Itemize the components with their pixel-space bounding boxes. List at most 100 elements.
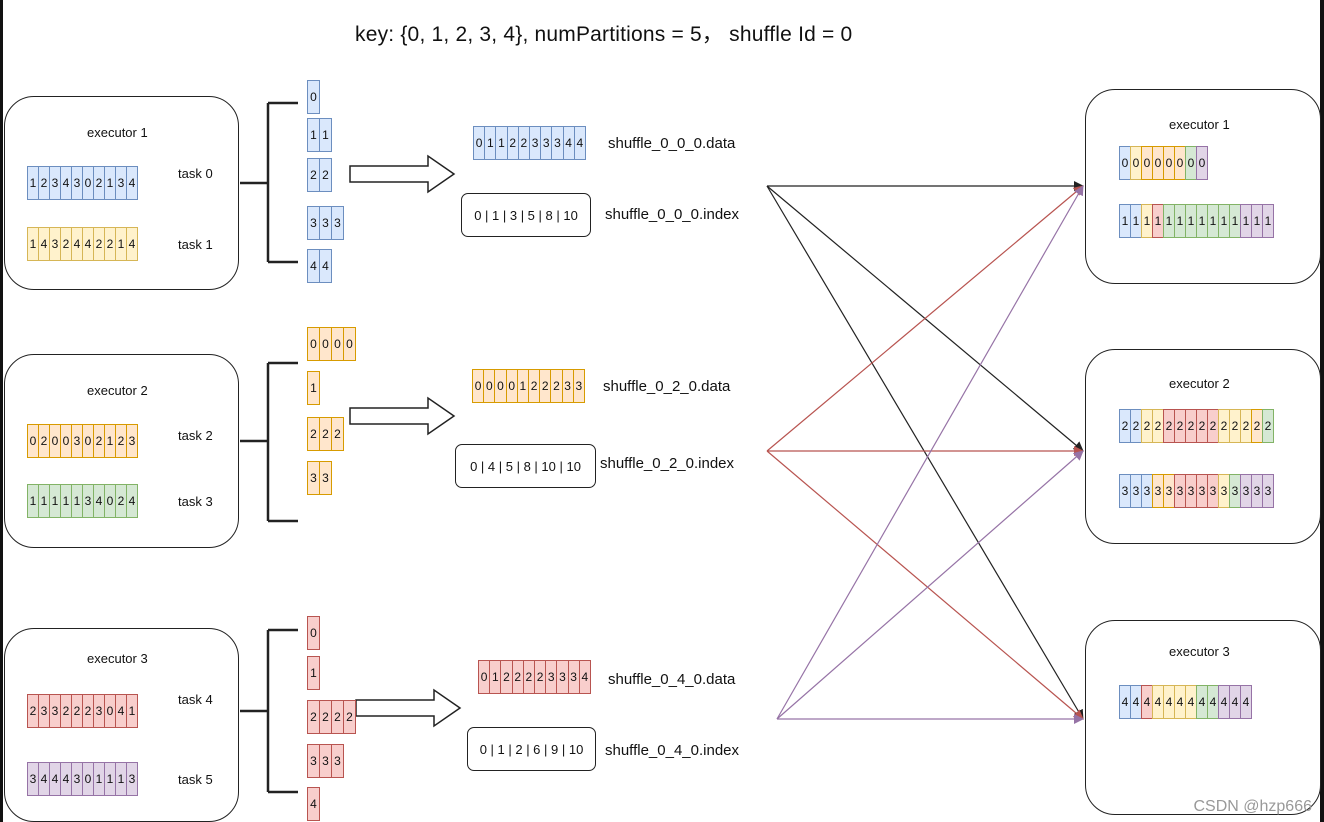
array-cell: 4 (126, 166, 138, 200)
array-cell: 4 (126, 227, 138, 261)
right-executor-label: executor 1 (1169, 117, 1230, 132)
array-cell: 0 (1196, 146, 1208, 180)
array-cell: 3 (572, 369, 585, 403)
array-cell: 3 (331, 744, 344, 778)
shuffle-fetch-edge (776, 185, 1084, 720)
index-file-offsets: 0 | 1 | 3 | 5 | 8 | 10 (461, 193, 591, 237)
array-cell: 4 (573, 126, 586, 160)
array-cell: 2 (1141, 409, 1153, 443)
array-cell: 4 (126, 484, 138, 518)
array-cell: 3 (319, 461, 332, 495)
array-cell: 0 (307, 616, 320, 650)
watermark: CSDN @hzp666 (1193, 798, 1312, 815)
array-cell: 3 (126, 762, 138, 796)
right-executor-label: executor 3 (1169, 644, 1230, 659)
array-cell: 3 (1262, 474, 1274, 508)
array-cell: 1 (1262, 204, 1274, 238)
array-cell: 3 (331, 206, 344, 240)
array-cell: 3 (93, 694, 105, 728)
task-label: task 4 (178, 692, 213, 707)
task-label: task 1 (178, 237, 213, 252)
spill-arrow (349, 154, 456, 194)
array-cell: 1 (1207, 204, 1219, 238)
right-executor-box (1085, 89, 1321, 284)
right-executor-box (1085, 349, 1321, 544)
array-cell: 4 (307, 787, 320, 821)
array-cell: 4 (319, 249, 332, 283)
data-file-name: shuffle_0_2_0.data (603, 378, 731, 395)
array-cell: 3 (126, 424, 138, 458)
partition-bucket: 1 (307, 656, 320, 690)
index-file-name: shuffle_0_4_0.index (605, 742, 740, 759)
array-cell: 3 (49, 166, 61, 200)
array-cell: 2 (1262, 409, 1274, 443)
partition-bucket: 4 (307, 787, 320, 821)
array-cell: 0 (307, 80, 320, 114)
shuffle-fetch-edge (766, 185, 1084, 720)
index-file-offsets: 0 | 4 | 5 | 8 | 10 | 10 (455, 444, 596, 488)
partition-bucket: 1 (307, 371, 320, 405)
array-cell: 4 (1240, 685, 1252, 719)
array-cell: 1 (126, 694, 138, 728)
task-label: task 3 (178, 494, 213, 509)
array-cell: 3 (307, 206, 320, 240)
array-cell: 2 (319, 158, 332, 192)
shuffle-fetch-edge (766, 450, 1084, 720)
array-cell: 2 (1152, 409, 1164, 443)
array-cell: 1 (307, 656, 320, 690)
diagram-title: key: {0, 1, 2, 3, 4}, numPartitions = 5，… (355, 23, 853, 46)
left-frame-border (0, 0, 3, 822)
task-label: task 2 (178, 428, 213, 443)
index-file-name: shuffle_0_0_0.index (605, 206, 740, 223)
array-cell: 0 (1185, 146, 1197, 180)
array-cell: 1 (307, 371, 320, 405)
array-cell: 2 (71, 694, 83, 728)
spill-arrow (355, 688, 462, 728)
task-label: task 5 (178, 772, 213, 787)
data-file-name: shuffle_0_0_0.data (608, 135, 736, 152)
shuffle-fetch-edge (776, 450, 1084, 720)
task-label: task 0 (178, 166, 213, 181)
data-file-name: shuffle_0_4_0.data (608, 671, 736, 688)
right-frame-border (1320, 0, 1324, 822)
index-file-offsets: 0 | 1 | 2 | 6 | 9 | 10 (467, 727, 596, 771)
array-cell: 2 (343, 700, 356, 734)
left-executor-label: executor 3 (87, 651, 148, 666)
shuffle-fetch-edge (766, 185, 1084, 452)
array-cell: 1 (319, 118, 332, 152)
array-cell: 1 (27, 166, 39, 200)
array-cell: 2 (60, 694, 72, 728)
array-cell: 4 (578, 660, 591, 694)
right-executor-label: executor 2 (1169, 376, 1230, 391)
partition-bucket: 0 (307, 80, 320, 114)
array-cell: 2 (331, 417, 344, 451)
array-cell: 0 (505, 369, 518, 403)
array-cell: 0 (343, 327, 356, 361)
index-file-name: shuffle_0_2_0.index (600, 455, 735, 472)
partition-bucket: 0 (307, 616, 320, 650)
left-executor-label: executor 2 (87, 383, 148, 398)
left-executor-label: executor 1 (87, 125, 148, 140)
